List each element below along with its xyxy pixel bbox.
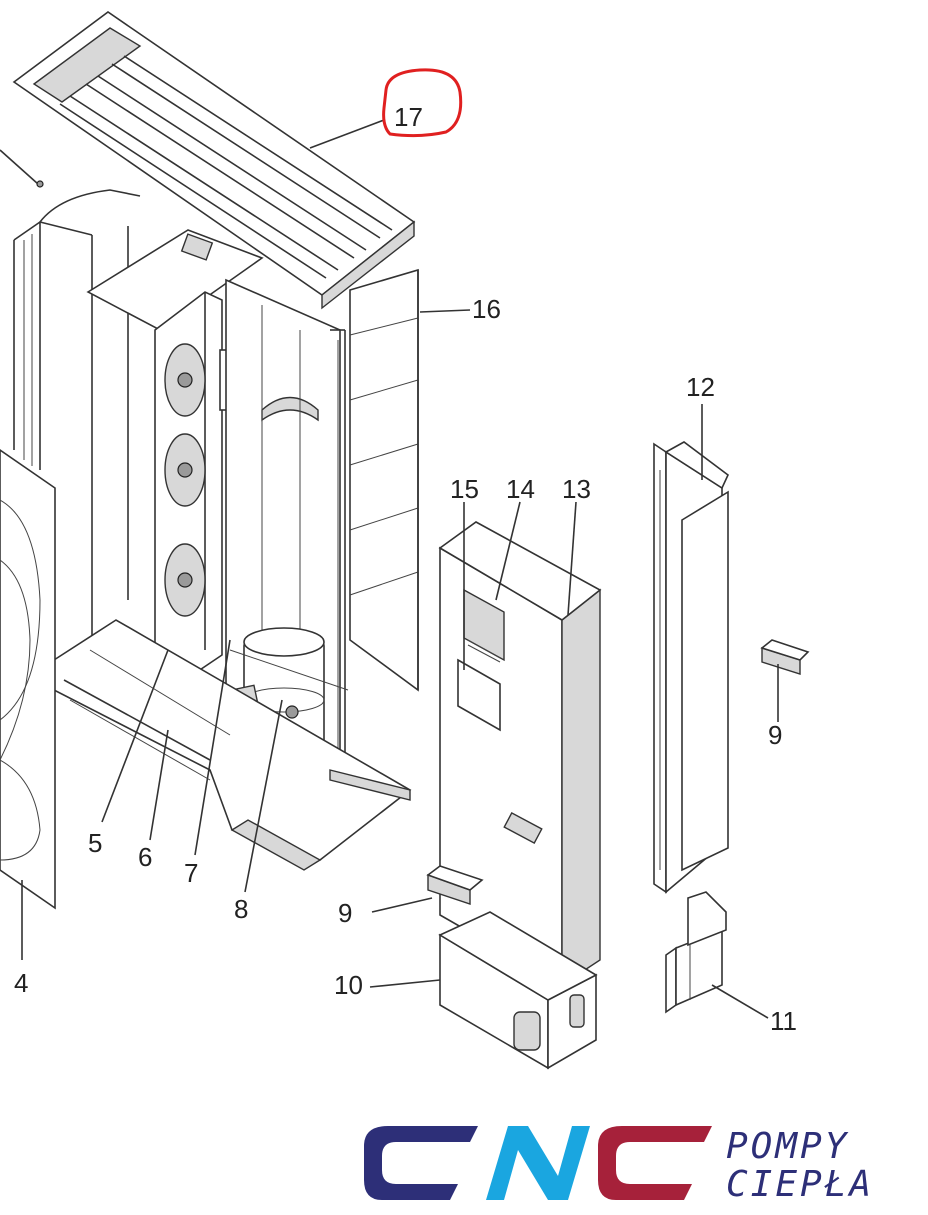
rear-grille-part bbox=[349, 268, 419, 692]
logo-mark bbox=[364, 1126, 712, 1200]
callout-4: 4 bbox=[14, 968, 28, 998]
handle-part bbox=[426, 865, 484, 905]
callout-15: 15 bbox=[450, 474, 479, 504]
sticker bbox=[457, 658, 501, 732]
cnc-pompy-ciepla-logo: POMPY CIEPŁA bbox=[364, 1126, 874, 1205]
bottom-side-cover-part bbox=[665, 891, 727, 1014]
fan-blades bbox=[164, 343, 206, 617]
callout-7: 7 bbox=[184, 858, 198, 888]
right-side-panel-part bbox=[653, 441, 729, 894]
highlight-circle bbox=[382, 68, 463, 138]
logo-sub-line-2: CIEPŁA bbox=[726, 1164, 874, 1205]
bottom-front-panel-part bbox=[438, 911, 598, 1070]
callout-17: 17 bbox=[394, 102, 423, 132]
callout-9-front: 9 bbox=[338, 898, 352, 928]
callout-8: 8 bbox=[234, 894, 248, 924]
top-cover-part bbox=[12, 11, 416, 310]
base-pan-part bbox=[53, 619, 412, 871]
logo-sub-line-1: POMPY bbox=[726, 1126, 849, 1167]
callout-6: 6 bbox=[138, 842, 152, 872]
callout-11: 11 bbox=[770, 1006, 797, 1036]
callout-5: 5 bbox=[88, 828, 102, 858]
side-panel-part bbox=[0, 449, 56, 910]
callout-9-side: 9 bbox=[768, 720, 782, 750]
callout-14: 14 bbox=[506, 474, 535, 504]
callout-10: 10 bbox=[334, 970, 363, 1000]
callout-16: 16 bbox=[472, 294, 501, 324]
callout-13: 13 bbox=[562, 474, 591, 504]
leader-lines bbox=[21, 119, 779, 1019]
callout-12: 12 bbox=[686, 372, 715, 402]
exploded-parts-diagram: 17 16 12 15 14 13 9 9 5 6 7 8 4 10 11 bbox=[0, 11, 810, 1070]
terminal-strip bbox=[330, 329, 346, 760]
handle-part-right bbox=[760, 639, 810, 675]
